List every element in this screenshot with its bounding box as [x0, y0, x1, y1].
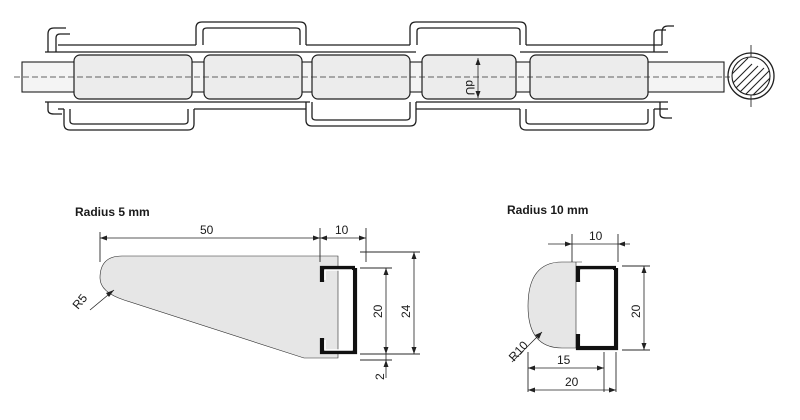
profile-r5-title: Radius 5 mm: [75, 205, 150, 219]
profile-r10-title: Radius 10 mm: [507, 203, 588, 217]
wire-links-upper: [45, 21, 674, 53]
dim-r5-radius: R5: [70, 291, 91, 312]
profile-r5-body: [99, 255, 339, 359]
dim-r10-channel-width: 10: [589, 229, 603, 243]
wire-links-lower: [45, 101, 672, 131]
shaft-cross-section: [727, 45, 775, 107]
dim-r5-channel-height: 20: [371, 304, 385, 318]
dim-r5-total-height: 24: [399, 304, 413, 318]
profile-radius-5: Radius 5 mm 50 10 20 24: [70, 205, 420, 380]
profile-r10-body: [527, 261, 582, 349]
profile-radius-10: Radius 10 mm 10 20 15 20: [506, 203, 650, 393]
dim-r5-length: 50: [200, 223, 214, 237]
dim-r10-radius: R10: [506, 338, 531, 364]
roller-chain-top-view: dU: [14, 21, 775, 131]
dim-r10-total-length: 20: [565, 375, 579, 389]
dim-r10-channel-height: 20: [629, 304, 643, 318]
dim-r5-gap: 2: [373, 373, 387, 380]
dim-r5-channel-width: 10: [335, 223, 349, 237]
diameter-label: dU: [463, 80, 477, 95]
diameter-dimension: dU: [463, 58, 481, 98]
dim-r10-inner-length: 15: [557, 353, 571, 367]
